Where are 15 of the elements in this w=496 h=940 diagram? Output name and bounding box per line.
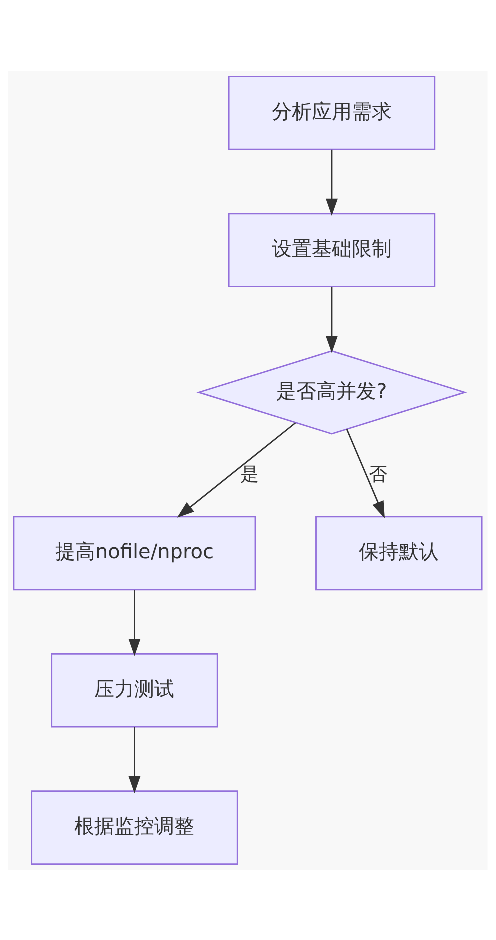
node-box: 设置基础限制 xyxy=(228,212,436,288)
node-box: 提高nofile/nproc xyxy=(13,516,256,590)
edge-label: 否 xyxy=(368,464,388,485)
arrow xyxy=(128,726,141,793)
node-box: 保持默认 xyxy=(316,516,483,590)
edge-label: 是 xyxy=(240,464,260,485)
arrow xyxy=(346,428,385,518)
arrow xyxy=(326,149,338,216)
node-box: 根据监控调整 xyxy=(31,790,238,864)
arrow xyxy=(177,422,296,518)
node-box: 压力测试 xyxy=(51,652,218,728)
node-box: 分析应用需求 xyxy=(228,76,436,150)
arrow xyxy=(128,590,141,656)
arrow xyxy=(326,286,338,353)
node-diamond: 是否高并发? xyxy=(196,350,468,434)
